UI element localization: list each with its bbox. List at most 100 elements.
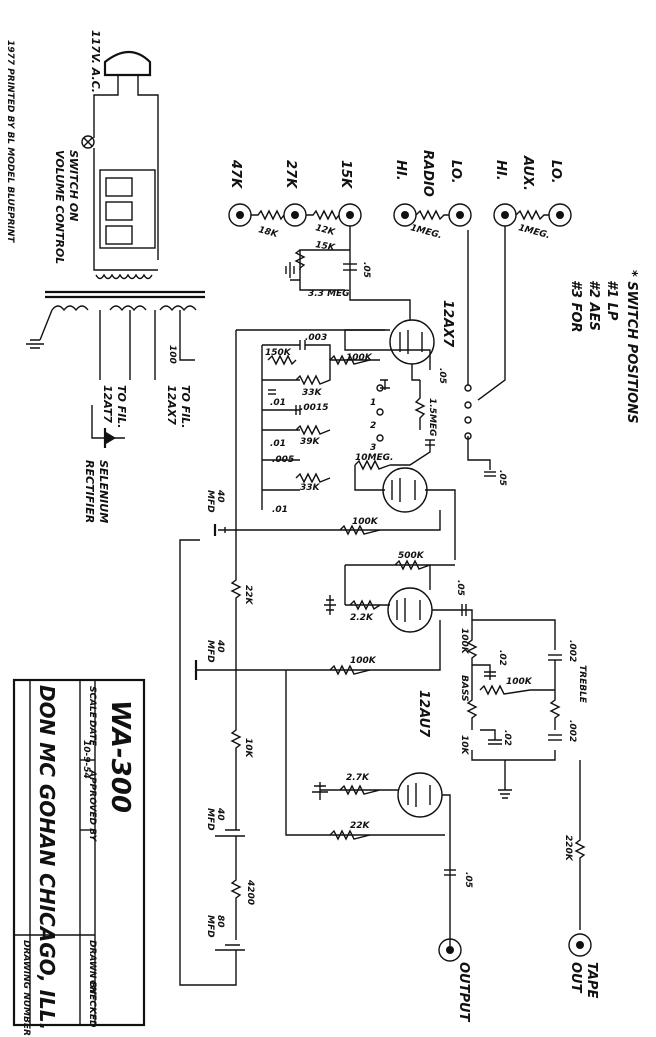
input-jack-15k[interactable]	[338, 203, 362, 227]
fil-100-label: 100	[167, 345, 177, 364]
c002a-label: .002	[567, 640, 577, 662]
bass-label: BASS	[459, 675, 469, 701]
scale-label: SCALE	[87, 686, 97, 719]
r22k-a-label: 2.2K	[350, 613, 374, 623]
title-block: WA-300 DON MC GOHAN CHICAGO, ILL. SCALE …	[12, 678, 146, 1036]
c40b-label: 40	[215, 639, 225, 653]
to-fil-1b: 12AT7	[101, 385, 114, 423]
ac-line-label: 117V. A.C.	[89, 30, 102, 93]
tube-12au7b-icon	[397, 772, 443, 818]
input-jacks: 47K 27K 15K HI. RADIO LO. HI. AUX. LO. 1…	[228, 150, 572, 241]
switch-note-p2: #2 AES	[586, 280, 601, 331]
c05e-label: .05	[463, 872, 473, 888]
jack-47k-label: 47K	[228, 159, 243, 189]
date-value: 10-9-54	[81, 740, 91, 779]
r10meg-label: 10MEG.	[355, 453, 393, 463]
c40c-label: 40	[215, 807, 225, 821]
tube3-label: 12AU7	[416, 690, 431, 738]
approved-label: APPROVED BY	[87, 769, 97, 843]
r220k-label: 220K	[563, 835, 573, 862]
rectifier-label-2: RECTIFIER	[83, 460, 96, 523]
input-jack-radio-lo[interactable]	[448, 203, 472, 227]
company-name: DON MC GOHAN CHICAGO, ILL.	[35, 685, 59, 1030]
date-label: DATE	[87, 720, 97, 747]
drawing-number-label: DRAWING NUMBER	[21, 940, 31, 1036]
jack-27k-label: 27K	[283, 160, 298, 189]
c80-label-2: MFD	[205, 915, 215, 938]
r10k-a-label: 10K	[459, 735, 469, 756]
input-jack-aux-hi[interactable]	[493, 203, 517, 227]
c01b-label: .01	[270, 439, 286, 449]
treble-label: TREBLE	[577, 665, 587, 704]
r100k-b-label: 100K	[352, 517, 379, 527]
c40a-label: 40	[215, 489, 225, 503]
r15meg-label: 1.5MEG	[427, 398, 437, 436]
c40c-label-2: MFD	[205, 808, 215, 831]
jack-aux-label: AUX.	[520, 155, 535, 191]
preamp-stage: 15K .05 3.3 MEG 12AX7 .003 150K 33K 100K…	[205, 226, 507, 560]
pilot-lamp-icon	[81, 135, 95, 149]
to-fil-1: TO FIL.	[115, 385, 128, 428]
selector-switch[interactable]: 1 2 3	[370, 384, 472, 453]
side-note: 1977 PRINTED BY BL MODEL BLUEPRINT	[5, 40, 15, 243]
c002b-label: .002	[567, 720, 577, 742]
jack-radio-hi-label: HI.	[393, 160, 408, 181]
c40b-label-2: MFD	[205, 640, 215, 663]
c01c-label: .01	[272, 505, 288, 515]
jack-radio-label: RADIO	[420, 150, 435, 197]
c01a-label: .01	[270, 398, 286, 408]
c05b-label: .05	[437, 368, 447, 384]
r12k-label: 12K	[314, 223, 336, 238]
input-jack-47k[interactable]	[228, 203, 252, 227]
switch-note-p1: #1 LP	[604, 280, 619, 321]
tube1-label: 12AX7	[440, 300, 455, 348]
r15k-label: 15K	[314, 240, 336, 253]
r1meg-b-label: 1MEG.	[517, 223, 551, 241]
r10k-b-label: 10K	[243, 738, 253, 759]
tape-out-jack[interactable]	[568, 933, 592, 957]
jack-radio-lo-label: LO.	[448, 160, 463, 184]
r22k-c-label: 22K	[350, 821, 371, 831]
input-jack-27k[interactable]	[283, 203, 307, 227]
r27k-label: 2.7K	[346, 773, 370, 783]
rectifier-label-1: SELENIUM	[97, 460, 110, 523]
c40a-label-2: MFD	[205, 490, 215, 513]
tube-12ax7-icon	[389, 319, 435, 365]
c005-label: .005	[272, 455, 294, 465]
c0015-label: .0015	[300, 403, 328, 413]
output-label: OUTPUT	[456, 962, 471, 1023]
r33k-b-label: 33K	[300, 483, 321, 493]
switch-note-title: * SWITCH POSITIONS	[624, 270, 639, 423]
c02b-label: .02	[502, 730, 512, 746]
tape-out-label: TAPE	[584, 962, 599, 998]
c02a-label: .02	[497, 650, 507, 666]
r33meg-label: 3.3 MEG	[308, 289, 350, 299]
r4200-label: 4200	[245, 879, 255, 905]
c05a-label: .05	[361, 262, 371, 278]
c80-label: 80	[215, 915, 225, 928]
r100k-a-label: 100K	[346, 353, 373, 363]
switch-pos-1: 1	[370, 398, 376, 408]
tape-out-label-2: OUT	[568, 962, 583, 994]
output-jack[interactable]	[438, 938, 462, 962]
switch-note-p3: #3 FOR	[568, 280, 583, 333]
r18k-label: 18K	[257, 225, 279, 240]
r150k-label: 150K	[265, 348, 292, 358]
r500k-label: 500K	[398, 551, 425, 561]
power-section: 117V. A.C. SWITCH ON VOLUME CONTROL 100 …	[26, 30, 205, 523]
r33k-a-label: 33K	[302, 388, 323, 398]
switch-note: * SWITCH POSITIONS #1 LP #2 AES #3 FOR	[568, 270, 639, 423]
r100k-c-label: 100K	[459, 628, 469, 655]
r100k-d-label: 100K	[506, 677, 533, 687]
tone-stage: 500K 2.2K .05 100K .002 TREBLE .002 .02 …	[179, 539, 599, 1023]
jack-aux-lo-label: LO.	[548, 160, 563, 184]
jack-aux-hi-label: HI.	[493, 160, 508, 181]
ac-plug-icon	[103, 50, 152, 77]
switch-label: SWITCH ON	[67, 150, 80, 221]
tube-12au7a-icon	[387, 587, 433, 633]
r39k-label: 39K	[300, 437, 321, 447]
c003-label: .003	[305, 333, 327, 343]
switch-pos-2: 2	[370, 421, 376, 431]
checked-label: CHECKED	[87, 980, 97, 1028]
input-jack-aux-lo[interactable]	[548, 203, 572, 227]
